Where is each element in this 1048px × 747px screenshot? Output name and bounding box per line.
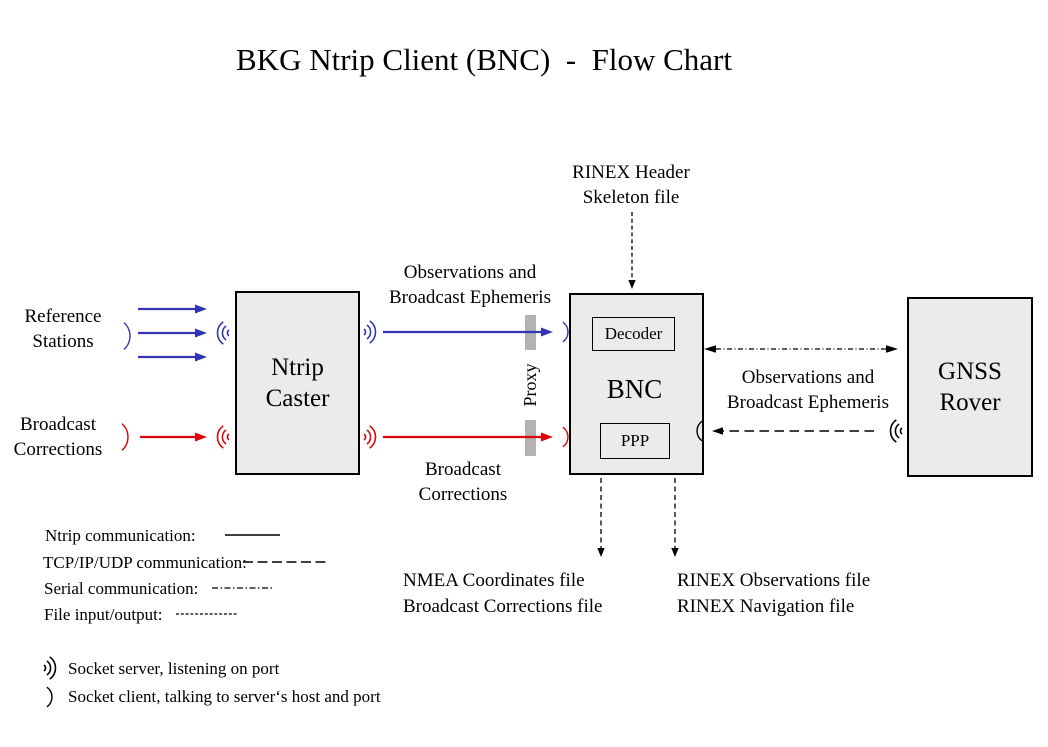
arrowhead-rover-to-bnc (712, 427, 723, 435)
arrowhead-serial-right (886, 345, 898, 353)
arc (369, 320, 377, 344)
socket-client-icon-corrections (121, 423, 129, 451)
socket-server-icon-caster-out-corrections (363, 425, 377, 449)
arrowhead-bnc-to-nmea (597, 548, 605, 557)
arc (216, 425, 224, 449)
label-broadcast-corrections-stream: Broadcast Corrections (418, 459, 508, 505)
label-reference-stations: Reference Stations (24, 306, 102, 352)
ntrip-caster-box: Ntrip Caster (235, 291, 360, 475)
arc (49, 656, 57, 680)
label-observations-ephemeris-top: Observations and Broadcast Ephemeris (389, 262, 551, 308)
gnss-rover-box: GNSS Rover (907, 297, 1033, 477)
arc (46, 660, 52, 676)
socket-server-icon-caster-in-corrections (216, 425, 230, 449)
socket-server-icon-caster-in-observations (216, 321, 230, 345)
arc (363, 328, 367, 336)
arc (366, 429, 372, 445)
ntrip-caster-label: Ntrip Caster (265, 354, 330, 412)
arc (894, 423, 900, 439)
label-broadcast-corrections-input: Broadcast Corrections (13, 414, 103, 460)
label-observations-ephemeris-rover: Observations and Broadcast Ephemeris (727, 367, 889, 413)
label-rinex-header-skeleton: RINEX Header Skeleton file (572, 162, 690, 208)
arrowhead-serial-left (704, 345, 716, 353)
label-nmea-output-files: NMEA Coordinates file Broadcast Correcti… (403, 570, 603, 617)
serial-link-bnc-rover (704, 345, 898, 353)
gnss-rover-label: GNSS Rover (938, 358, 1002, 416)
socket-server-legend-label: Socket server, listening on port (68, 659, 280, 678)
ppp-box: PPP (600, 423, 670, 459)
arrowhead-corrections-input (195, 432, 207, 442)
socket-client-icon-bnc-observations (562, 321, 569, 343)
proxy-bar-bottom (525, 420, 536, 456)
arrowhead-reference-2 (195, 328, 207, 338)
arc (216, 321, 224, 345)
arc (889, 419, 897, 443)
bnc-label: BNC (606, 374, 663, 404)
tcp-link-rover-bnc (712, 427, 874, 435)
arrowhead-reference-3 (195, 352, 207, 362)
socket-client-icon-bnc-corrections (562, 426, 569, 448)
arc (366, 324, 372, 340)
decoder-label: Decoder (604, 324, 663, 343)
arc (363, 433, 367, 441)
arrowhead-caster-to-bnc-corrections (541, 432, 553, 442)
arrowhead-caster-to-bnc-observations (541, 327, 553, 337)
proxy-label: Proxy (520, 363, 540, 407)
arc (43, 664, 47, 672)
arc (899, 427, 903, 435)
socket-client-icon-legend (46, 686, 53, 708)
arrowhead-reference-1 (195, 304, 207, 314)
page-title: BKG Ntrip Client (BNC) - Flow Chart (236, 42, 732, 77)
arc (226, 433, 230, 441)
arc (369, 425, 377, 449)
proxy-bar-top (525, 315, 536, 350)
legend-item-fileio: File input/output: (44, 605, 163, 624)
socket-server-icon-legend (43, 656, 57, 680)
label-rinex-output-files: RINEX Observations file RINEX Navigation… (677, 570, 871, 617)
socket-server-icon-caster-out-observations (363, 320, 377, 344)
legend-item-tcp: TCP/IP/UDP communication: (43, 553, 247, 572)
arrowhead-skeleton-to-bnc (628, 280, 636, 289)
arc (221, 429, 227, 445)
ppp-label: PPP (620, 431, 650, 450)
arc (226, 329, 230, 337)
legend-line-samples (176, 534, 330, 615)
legend-item-serial: Serial communication: (44, 579, 199, 598)
legend-item-ntrip: Ntrip communication: (45, 526, 196, 545)
arrowhead-bnc-to-rinex (671, 548, 679, 557)
socket-server-icon-rover (889, 419, 903, 443)
decoder-box: Decoder (592, 317, 675, 351)
arc (221, 325, 227, 341)
socket-client-icon-reference (123, 322, 131, 350)
socket-client-legend-label: Socket client, talking to server‘s host … (68, 687, 381, 706)
